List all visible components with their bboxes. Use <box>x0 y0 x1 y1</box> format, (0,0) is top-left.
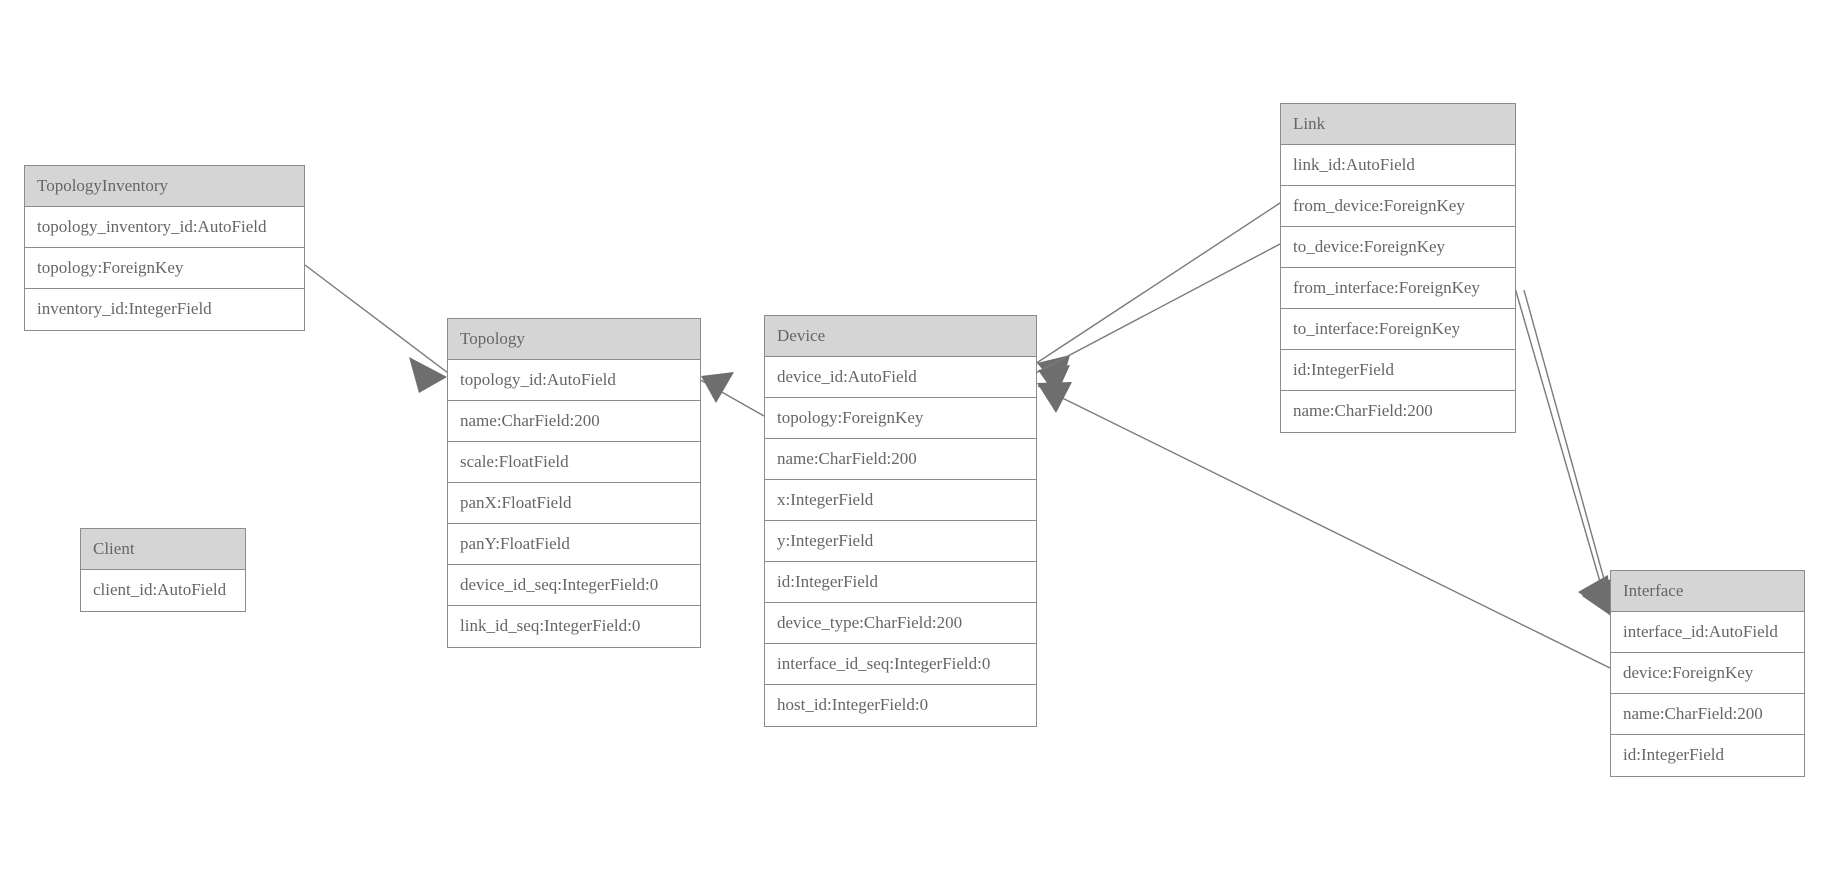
entity-field: host_id:IntegerField:0 <box>777 695 929 714</box>
entity-fields-link: link_id:AutoField from_device:ForeignKey… <box>1281 145 1515 432</box>
entity-title-link: Link <box>1281 104 1515 145</box>
entity-field: from_interface:ForeignKey <box>1281 268 1515 309</box>
entity-device[interactable]: Device device_id:AutoField topology:Fore… <box>764 315 1037 727</box>
entity-fields-device: device_id:AutoField topology:ForeignKey … <box>765 357 1036 726</box>
entity-field: name:CharField:200 <box>448 401 700 442</box>
entity-field: panX:FloatField <box>448 483 700 524</box>
entity-fields-topology-inventory: topology_inventory_id:AutoField topology… <box>25 207 304 330</box>
entity-field: name:CharField:200 <box>765 439 1036 480</box>
edge-link-frominterface-interface <box>1512 280 1611 615</box>
entity-field: id:IntegerField <box>765 562 1036 603</box>
entity-field: name:CharField:200 <box>1293 401 1433 420</box>
entity-field: topology_inventory_id:AutoField <box>25 207 304 248</box>
entity-fields-topology: topology_id:AutoField name:CharField:200… <box>448 360 700 647</box>
entity-field: name:CharField:200 <box>1611 694 1804 735</box>
entity-field: device:ForeignKey <box>1611 653 1804 694</box>
entity-topology-inventory[interactable]: TopologyInventory topology_inventory_id:… <box>24 165 305 331</box>
entity-field: device_id_seq:IntegerField:0 <box>448 565 700 606</box>
entity-field: link_id_seq:IntegerField:0 <box>460 616 641 635</box>
entity-fields-client: client_id:AutoField <box>81 570 245 611</box>
entity-field: client_id:AutoField <box>93 580 227 599</box>
entity-field: panY:FloatField <box>448 524 700 565</box>
entity-field: to_device:ForeignKey <box>1281 227 1515 268</box>
entity-field: device_type:CharField:200 <box>765 603 1036 644</box>
entity-topology[interactable]: Topology topology_id:AutoField name:Char… <box>447 318 701 648</box>
edge-device-topology <box>696 372 765 417</box>
edge-link-todevice-device <box>1031 243 1281 396</box>
entity-field: topology:ForeignKey <box>25 248 304 289</box>
entity-field: interface_id_seq:IntegerField:0 <box>765 644 1036 685</box>
entity-title-interface: Interface <box>1611 571 1804 612</box>
entity-field: inventory_id:IntegerField <box>37 299 212 318</box>
entity-field: topology:ForeignKey <box>765 398 1036 439</box>
entity-field: to_interface:ForeignKey <box>1281 309 1515 350</box>
entity-field: topology_id:AutoField <box>448 360 700 401</box>
entity-interface[interactable]: Interface interface_id:AutoField device:… <box>1610 570 1805 777</box>
entity-title-topology-inventory: TopologyInventory <box>25 166 304 207</box>
entity-field: link_id:AutoField <box>1281 145 1515 186</box>
entity-title-client: Client <box>81 529 245 570</box>
entity-client[interactable]: Client client_id:AutoField <box>80 528 246 612</box>
entity-title-device: Device <box>765 316 1036 357</box>
entity-link[interactable]: Link link_id:AutoField from_device:Forei… <box>1280 103 1516 433</box>
entity-field: id:IntegerField <box>1281 350 1515 391</box>
entity-field: x:IntegerField <box>765 480 1036 521</box>
entity-field: id:IntegerField <box>1623 745 1725 764</box>
entity-field: from_device:ForeignKey <box>1281 186 1515 227</box>
edge-topologyinventory-topology <box>304 264 461 393</box>
entity-field: interface_id:AutoField <box>1611 612 1804 653</box>
entity-field: device_id:AutoField <box>765 357 1036 398</box>
entity-fields-interface: interface_id:AutoField device:ForeignKey… <box>1611 612 1804 776</box>
entity-title-topology: Topology <box>448 319 700 360</box>
entity-field: scale:FloatField <box>448 442 700 483</box>
entity-field: y:IntegerField <box>765 521 1036 562</box>
edge-link-fromdevice-device <box>1031 202 1281 390</box>
edge-link-tointerface-interface <box>1523 289 1614 618</box>
